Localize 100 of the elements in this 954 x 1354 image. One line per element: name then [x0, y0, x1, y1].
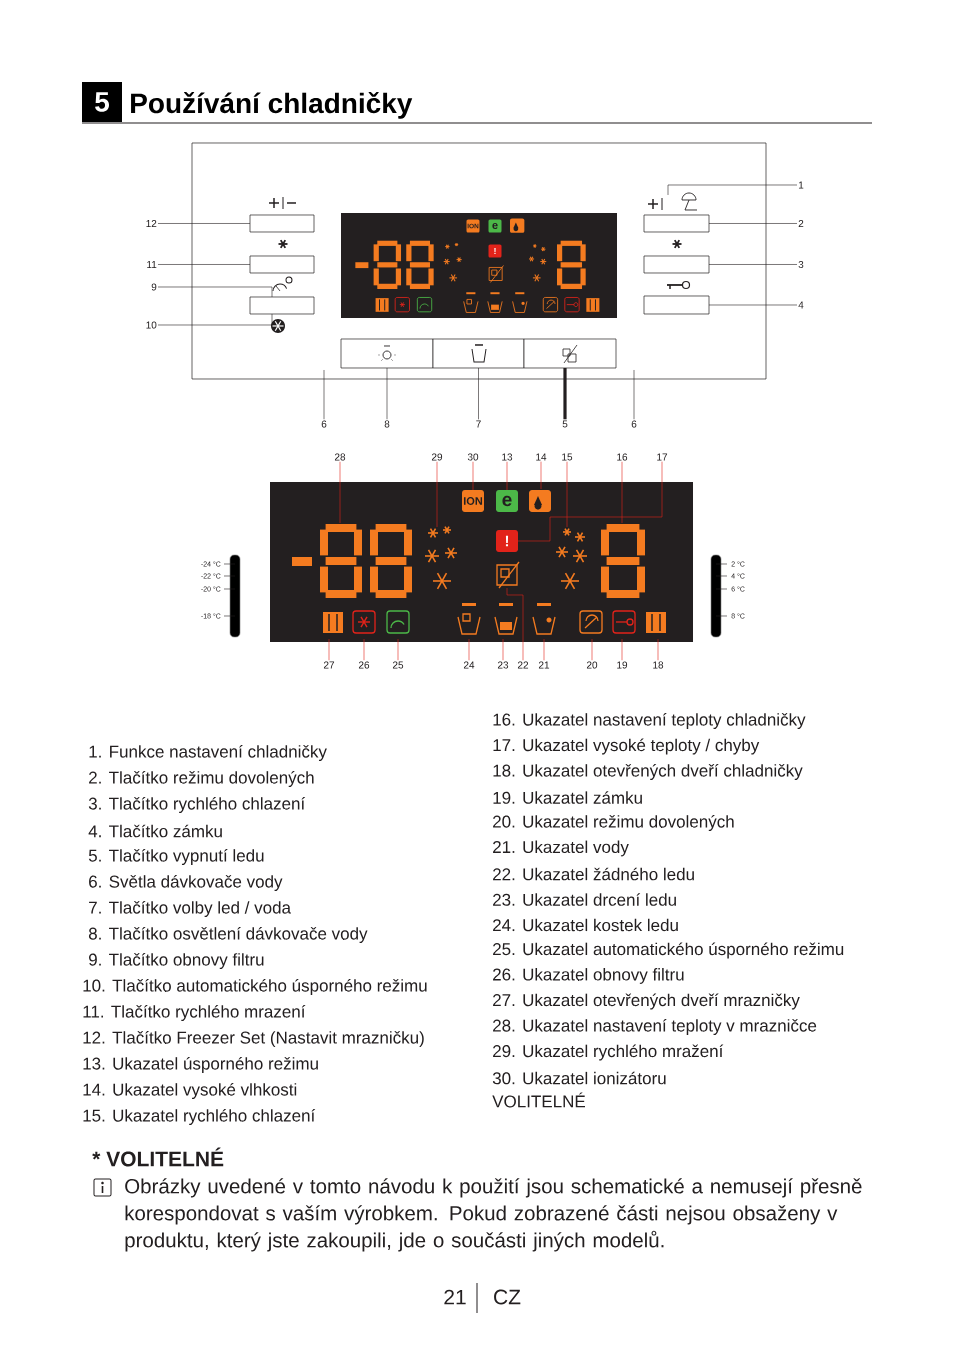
language-code: CZ: [494, 1289, 521, 1305]
callout-number: 21: [538, 661, 550, 669]
leader-line: [506, 587, 524, 661]
list-item: 1. Funkce nastavení chladničky: [89, 744, 327, 761]
leader-line: [472, 461, 474, 491]
leader-line: [468, 638, 470, 661]
callout-number: 9: [151, 283, 157, 291]
list-item: 6. Světla dávkovače vody: [89, 874, 283, 891]
list-item: 23. Ukazatel drcení ledu: [493, 893, 676, 906]
button: [643, 214, 710, 233]
button: [523, 338, 617, 369]
button: [249, 296, 315, 315]
list-item: 18. Ukazatel otevřených dveří chladničky: [493, 763, 803, 780]
callout-number: 26: [358, 661, 370, 669]
leader-line: [621, 461, 623, 524]
list-item: 25. Ukazatel automatického úsporného režimu: [493, 942, 844, 959]
leader-line: [363, 638, 365, 661]
leader-line: [517, 461, 663, 542]
callout-number: 13: [502, 453, 513, 461]
list-item: 8. Tlačítko osvětlení dávkovače vody: [88, 926, 368, 943]
list-item: 5. Tlačítko vypnutí ledu: [88, 848, 264, 865]
page-title: Používání chladničky: [131, 92, 413, 119]
list-item: 27. Ukazatel otevřených dveří mrazničky: [493, 993, 800, 1010]
leader-line: [708, 264, 798, 265]
list-item: 26. Ukazatel obnovy filtru: [493, 968, 684, 984]
list-item: 30. Ukazatel ionizátoru: [492, 1071, 666, 1085]
callout-number: 12: [146, 220, 157, 227]
leader-line: [328, 638, 330, 661]
leader-line: [540, 461, 542, 490]
leader-line: [566, 461, 568, 528]
leader-line: [157, 223, 251, 224]
leader-line: [621, 638, 623, 661]
list-item: 21. Ukazatel vody: [493, 840, 629, 857]
callout-number: 27: [323, 661, 335, 669]
leader-line: [708, 223, 798, 224]
leader-line: [157, 286, 273, 298]
list-item: 13. Ukazatel úsporného režimu: [83, 1056, 318, 1073]
leader-line: [506, 461, 508, 491]
leader-line: [502, 638, 504, 661]
callout-number: 18: [653, 661, 664, 669]
leader-line: [591, 638, 593, 661]
list-item: 16. Ukazatel nastavení teploty chladničky: [493, 712, 806, 729]
leader-line: [657, 638, 659, 661]
button: [249, 255, 315, 274]
leader-line: [323, 369, 325, 420]
callout-number: 6: [321, 420, 327, 428]
callout-number: 24: [463, 661, 475, 669]
button: [643, 295, 710, 315]
callout-number: 4: [798, 301, 804, 309]
callout-number: 22: [517, 661, 529, 669]
callout-number: 19: [617, 661, 628, 669]
note-text: Obrázky uvedené v tomto návodu k použití jsou schematické a nemusejí přesně korespondovat s vaším výrobkem. Pokud zobrazené části nejsou obsaženy v produktu, který jste zakoupili, jde o součásti jiných modelů.: [125, 1178, 862, 1252]
control-panel: [191, 142, 767, 380]
callout-number: 16: [617, 453, 628, 461]
leader-line: [633, 369, 635, 420]
callout-number: 5: [562, 420, 568, 428]
list-item: 29. Ukazatel rychlého mražení: [493, 1044, 724, 1061]
callout-number: 17: [657, 453, 668, 461]
callout-number: 8: [384, 420, 390, 428]
page-number: 21: [444, 1289, 466, 1305]
callout-number: 30: [467, 453, 479, 461]
leader-line: [157, 313, 273, 326]
leader-line: [397, 638, 399, 661]
list-item: 20. Ukazatel režimu dovolených: [493, 814, 734, 831]
leader-line: [543, 638, 545, 661]
leader-line: [708, 304, 798, 306]
list-item: 7. Tlačítko volby led / voda: [89, 900, 291, 917]
callout-number: 6: [631, 420, 637, 428]
callout-number: 20: [586, 661, 598, 669]
callout-number: 14: [536, 453, 547, 461]
leader-line: [667, 184, 798, 196]
callout-number: 25: [392, 661, 404, 669]
list-item: 19. Ukazatel zámku: [493, 791, 642, 804]
list-item: 14. Ukazatel vysoké vlhkosti: [83, 1082, 297, 1099]
callout-number: 2: [798, 220, 804, 227]
button: [249, 214, 315, 233]
list-item: 2. Tlačítko režimu dovolených: [89, 770, 314, 787]
callout-number: 1: [799, 181, 804, 189]
list-item: VOLITELNÉ: [492, 1092, 585, 1108]
list-item: 4. Tlačítko zámku: [88, 824, 222, 838]
callout-number: 28: [334, 453, 346, 461]
list-item: 24. Ukazatel kostek ledu: [493, 918, 678, 932]
button: [340, 338, 434, 369]
list-item: 22. Ukazatel žádného ledu: [493, 867, 694, 881]
button: [643, 255, 710, 274]
leader-line: [436, 461, 438, 528]
leader-line: [478, 367, 479, 420]
list-item: 28. Ukazatel nastavení teploty v mrazničce: [493, 1018, 817, 1035]
leader-line: [339, 461, 341, 524]
list-item: 12. Tlačítko Freezer Set (Nastavit mrazničku): [83, 1031, 424, 1047]
button: [432, 338, 525, 369]
list-item: 9. Tlačítko obnovy filtru: [89, 952, 264, 969]
list-item: 17. Ukazatel vysoké teploty / chyby: [493, 738, 760, 755]
list-item: 10. Tlačítko automatického úsporného režimu: [83, 978, 427, 995]
list-item: 3. Tlačítko rychlého chlazení: [88, 796, 306, 813]
callout-number: 7: [476, 420, 481, 428]
callout-number: 11: [147, 261, 157, 268]
callout-number: 3: [798, 260, 804, 268]
leader-line: [386, 367, 388, 420]
note-heading: * VOLITELNÉ: [92, 1147, 224, 1167]
